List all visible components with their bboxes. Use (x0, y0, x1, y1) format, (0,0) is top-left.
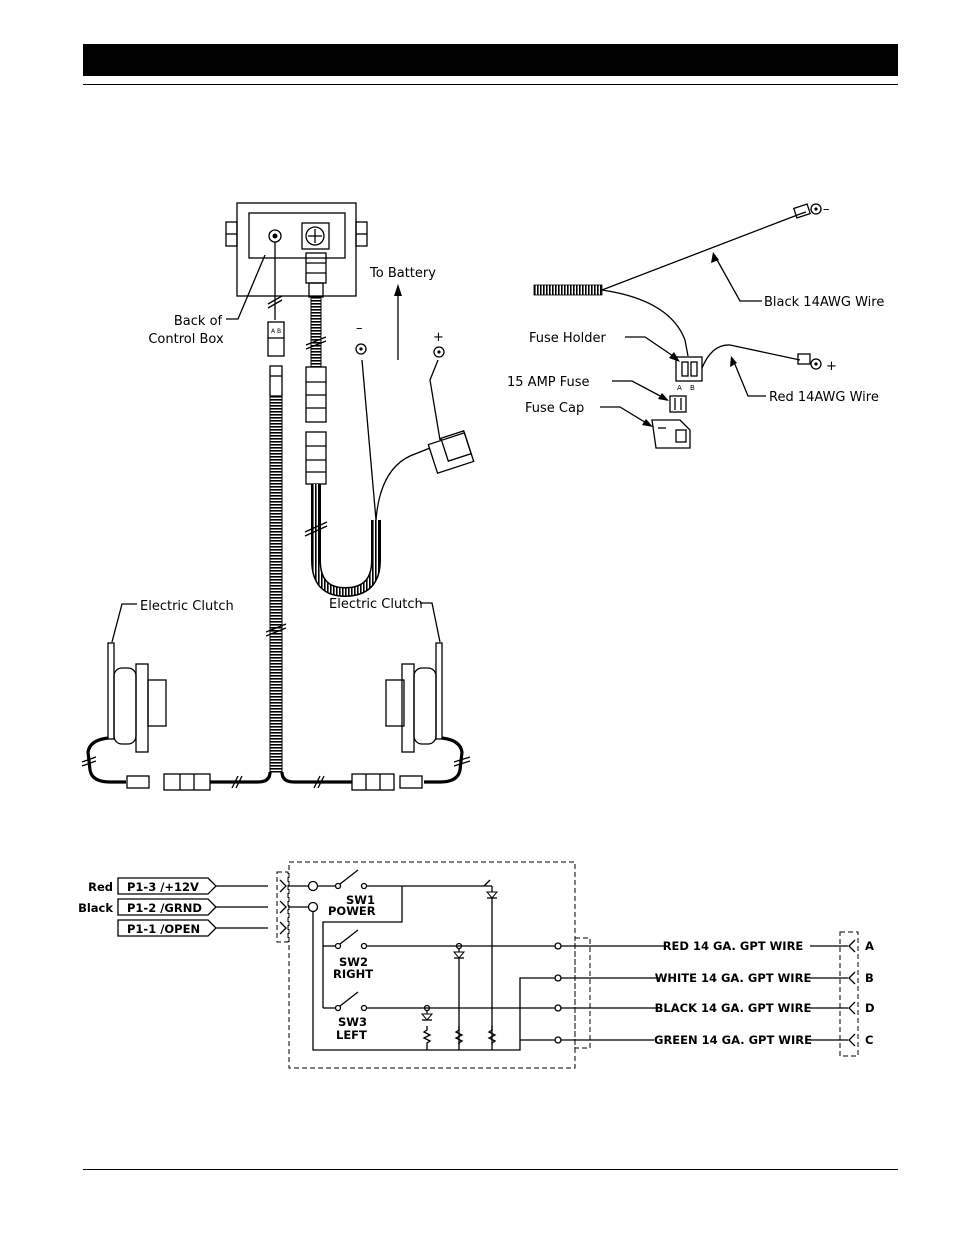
header-rule (83, 84, 898, 85)
svg-text:WHITE 14 GA. GPT WIRE: WHITE 14 GA. GPT WIRE (655, 971, 812, 985)
svg-text:B: B (865, 971, 874, 985)
svg-text:BLACK 14 GA. GPT WIRE: BLACK 14 GA. GPT WIRE (655, 1001, 812, 1015)
control-box-label: Back of Control Box (148, 254, 266, 347)
header-bar (83, 44, 898, 76)
svg-text:–: – (356, 321, 363, 336)
svg-text:–: – (823, 202, 830, 217)
left-electric-clutch: Electric Clutch (81, 599, 234, 791)
svg-text:Fuse Cap: Fuse Cap (525, 401, 584, 416)
svg-text:Electric Clutch: Electric Clutch (329, 597, 423, 612)
svg-text:15 AMP Fuse: 15 AMP Fuse (507, 375, 590, 390)
control-box (225, 202, 368, 298)
right-electric-clutch: Electric Clutch (329, 597, 471, 791)
svg-text:B: B (690, 384, 695, 392)
input-color-black: Black (78, 901, 113, 915)
svg-text:Fuse Holder: Fuse Holder (529, 331, 607, 346)
svg-text:To Battery: To Battery (369, 266, 436, 281)
svg-text:Black 14AWG Wire: Black 14AWG Wire (764, 295, 884, 310)
footer-rule (83, 1169, 898, 1170)
power-cable: – + (304, 296, 475, 598)
svg-text:P1-1 /OPEN: P1-1 /OPEN (127, 922, 200, 936)
svg-text:RIGHT: RIGHT (333, 967, 373, 981)
svg-text:+: + (433, 330, 444, 345)
svg-text:P1-3 /+12V: P1-3 /+12V (127, 880, 199, 894)
schematic: Red Black P1-3 /+12V P1-2 /GRND P1-1 /OP… (78, 861, 875, 1069)
svg-text:Back of: Back of (174, 314, 223, 329)
svg-text:D: D (865, 1001, 875, 1015)
svg-text:POWER: POWER (328, 904, 376, 918)
fuse-detail: – A B + Black 14AWG Wire Fuse Holder 15 … (507, 202, 884, 449)
to-battery-arrow: To Battery (369, 266, 436, 360)
svg-text:SW3: SW3 (338, 1015, 367, 1029)
svg-text:C: C (865, 1033, 873, 1047)
svg-text:SW1: SW1 (346, 893, 375, 907)
input-color-red: Red (88, 880, 113, 894)
svg-text:A: A (865, 939, 874, 953)
svg-text:Control Box: Control Box (148, 332, 224, 347)
svg-text:Electric Clutch: Electric Clutch (140, 599, 234, 614)
svg-text:+: + (826, 359, 837, 374)
svg-text:Red 14AWG Wire: Red 14AWG Wire (769, 390, 879, 405)
svg-text:RED 14 GA. GPT WIRE: RED 14 GA. GPT WIRE (663, 939, 804, 953)
svg-text:A: A (677, 384, 682, 392)
svg-text:SW2: SW2 (339, 955, 368, 969)
svg-text:GREEN 14 GA. GPT WIRE: GREEN 14 GA. GPT WIRE (654, 1033, 812, 1047)
svg-text:LEFT: LEFT (336, 1028, 367, 1042)
svg-text:A B: A B (271, 328, 281, 335)
svg-text:P1-2 /GRND: P1-2 /GRND (127, 901, 202, 915)
clutch-harness: A B (210, 242, 352, 789)
